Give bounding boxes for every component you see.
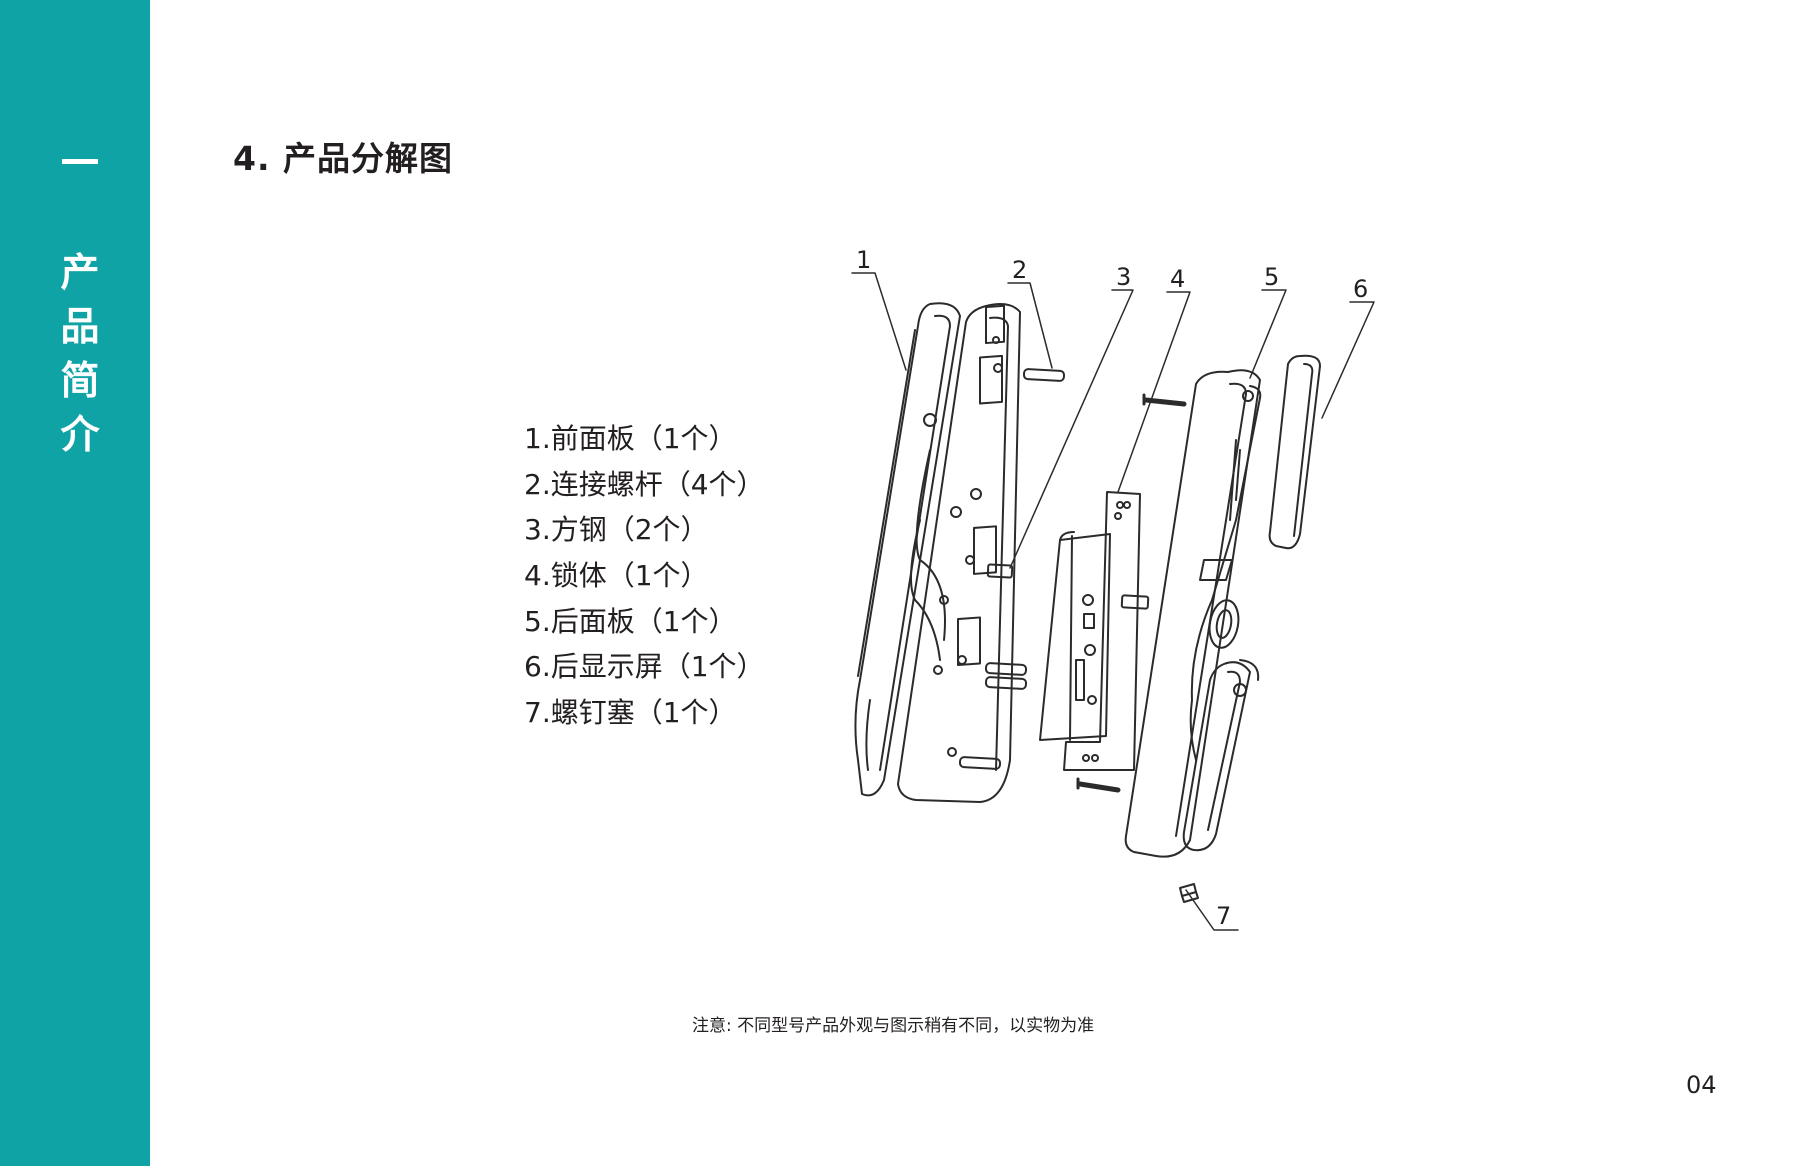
lock-body-drawing	[1039, 491, 1141, 771]
screws-drawing	[1076, 393, 1187, 793]
parts-list-item: 5.后面板（1个）	[524, 604, 737, 638]
callout-leaders	[851, 272, 1375, 931]
callout-number: 6	[1353, 275, 1368, 303]
parts-list-item: 3.方钢（2个）	[524, 513, 709, 547]
screw-plug-drawing	[1179, 883, 1199, 903]
chapter-title-char: 产	[60, 251, 100, 296]
callout-number: 7	[1216, 902, 1231, 930]
rear-handle-drawing	[1182, 661, 1251, 852]
callout-number: 2	[1012, 256, 1027, 284]
chapter-title-char: 介	[60, 413, 100, 458]
callout-number: 5	[1264, 263, 1279, 291]
callout-numbers: 1 2 3 4 5 6 7	[856, 246, 1368, 930]
parts-list-item: 7.螺钉塞（1个）	[524, 696, 737, 730]
rear-display-drawing	[1268, 354, 1321, 550]
chapter-sidebar: 产 品 简 介	[0, 0, 150, 1166]
chapter-title-char: 简	[60, 359, 100, 404]
parts-list: 1.前面板（1个） 2.连接螺杆（4个） 3.方钢（2个） 4.锁体（1个） 5…	[524, 416, 765, 736]
callout-number: 3	[1116, 263, 1131, 291]
rear-panel-drawing	[1124, 369, 1262, 858]
footnote: 注意: 不同型号产品外观与图示稍有不同，以实物为准	[692, 1016, 1095, 1036]
front-panel-plate-drawing	[897, 303, 1021, 803]
chapter-number-dash	[62, 159, 98, 164]
chapter-title-char: 品	[60, 305, 100, 350]
connecting-rods-drawing	[958, 368, 1066, 770]
square-steel-drawing	[986, 563, 1150, 610]
callout-number: 4	[1170, 265, 1185, 293]
parts-list-item: 2.连接螺杆（4个）	[524, 467, 765, 501]
section-title: 4. 产品分解图	[233, 139, 453, 178]
parts-list-item: 4.锁体（1个）	[524, 559, 709, 593]
page-number: 04	[1686, 1071, 1717, 1099]
callout-number: 1	[856, 246, 871, 274]
parts-list-item: 6.后显示屏（1个）	[524, 650, 765, 684]
parts-list-item: 1.前面板（1个）	[524, 422, 737, 455]
front-panel-drawing	[854, 302, 961, 797]
